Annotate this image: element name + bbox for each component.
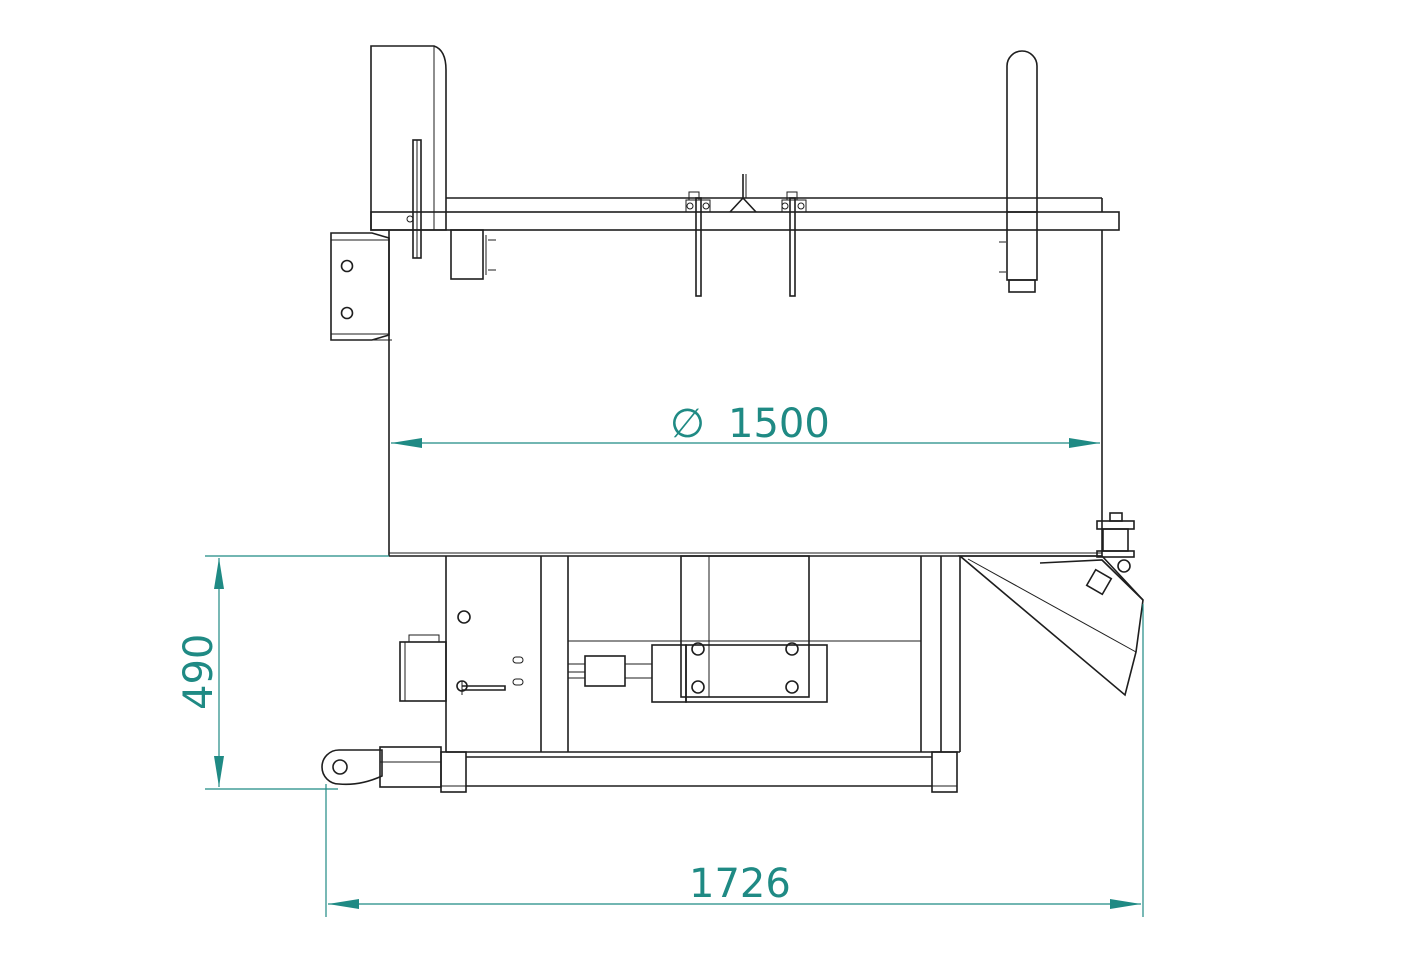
tank-body [388,230,1103,557]
discharge-chute [957,555,1144,697]
lower-frame [440,556,961,793]
lower-motor [399,634,447,702]
drawbar [321,746,442,788]
left-mount-plate [330,232,392,341]
width-value: 1726 [689,861,791,907]
dimension-height: 490 [176,555,389,790]
diameter-symbol: ∅ [670,401,705,447]
diameter-value: 1500 [728,401,830,447]
height-value: 490 [176,634,222,710]
right-bolt-assembly [1096,512,1135,573]
center-mixer-arms [685,174,807,297]
right-handle [999,50,1038,293]
gearbox [568,555,828,703]
dimension-width: 1726 [325,604,1144,917]
dimension-diameter: ∅ 1500 [391,401,1100,448]
left-housing [370,45,496,280]
